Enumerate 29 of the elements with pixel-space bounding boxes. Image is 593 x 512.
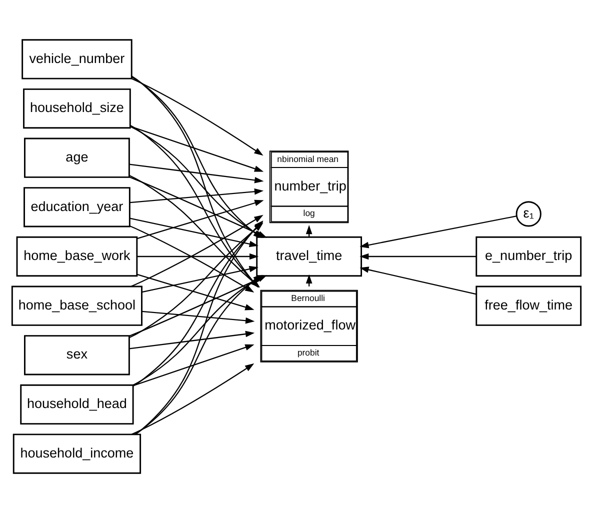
arrow xyxy=(129,330,255,349)
node-box: household_income xyxy=(12,433,142,474)
arrow xyxy=(134,274,263,434)
node-box: household_size xyxy=(23,88,131,128)
arrow xyxy=(360,266,476,294)
node-box: sex xyxy=(24,334,130,375)
node-box: vehicle_number xyxy=(22,38,132,79)
arrow xyxy=(130,217,258,247)
arrow xyxy=(142,310,255,324)
arrow xyxy=(129,163,264,183)
arrow xyxy=(360,252,476,260)
node-box: education_year xyxy=(24,186,130,227)
arrow xyxy=(137,252,259,260)
node-box: home_base_work xyxy=(16,236,138,276)
arrow xyxy=(131,78,264,156)
node-circle: ε₁ xyxy=(516,200,542,226)
node-box: travel_time xyxy=(256,236,362,276)
arrow xyxy=(137,273,254,310)
node-box: age xyxy=(24,137,130,178)
node-box: household_head xyxy=(20,384,134,424)
arrow xyxy=(130,125,264,172)
arrow xyxy=(132,344,254,386)
arrow xyxy=(130,225,254,292)
arrow xyxy=(131,362,254,434)
arrow xyxy=(130,188,264,203)
node-box: e_number_trip xyxy=(476,236,582,276)
node-box: home_base_school xyxy=(11,285,142,326)
node-box: free_flow_time xyxy=(476,285,582,326)
arrow xyxy=(360,215,517,248)
